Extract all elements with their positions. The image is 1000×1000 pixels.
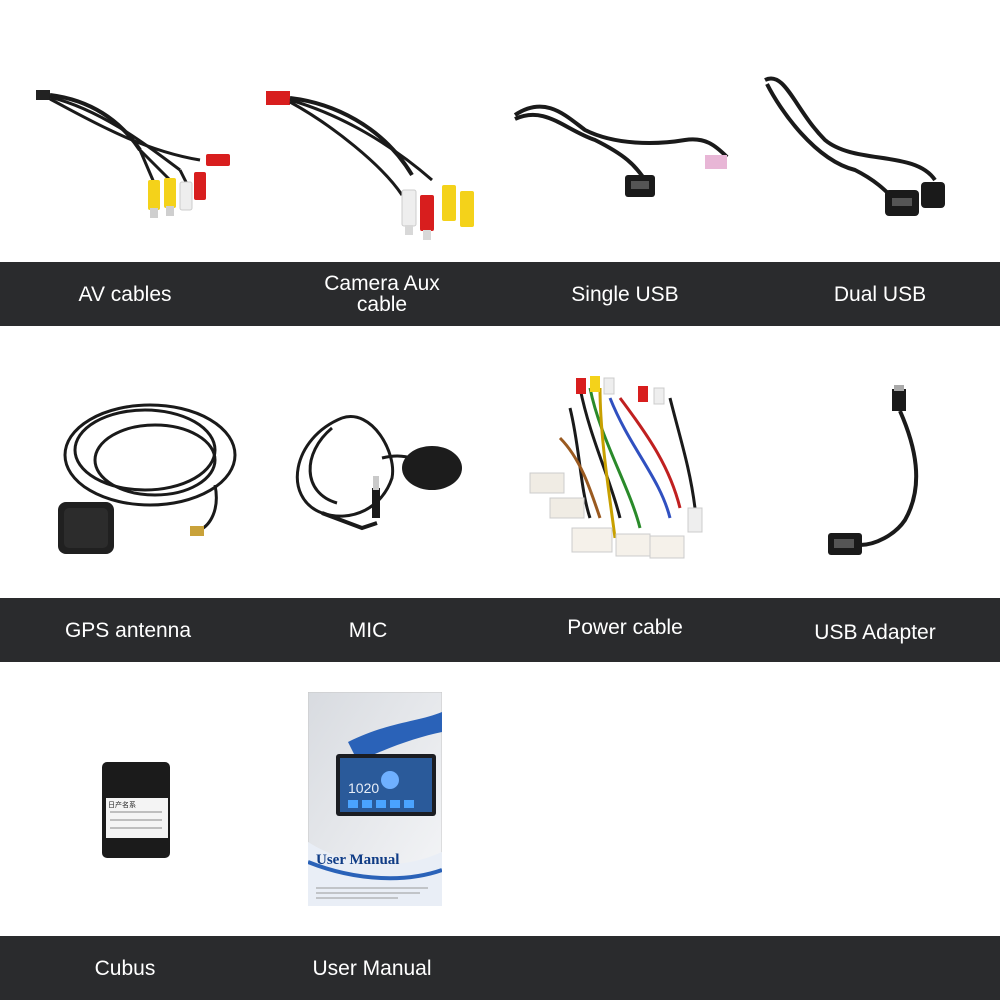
label-band-row-2: GPS antenna MIC Power cable USB Adapter xyxy=(0,598,1000,662)
label-band-row-1: AV cables Camera Aux cable Single USB Du… xyxy=(0,262,1000,326)
mic-photo xyxy=(282,398,472,548)
cubus-tag-text: 日产名系 xyxy=(108,802,136,809)
cubus-photo xyxy=(100,760,172,860)
label-av-cables: AV cables xyxy=(78,282,172,306)
label-dual-usb: Dual USB xyxy=(833,282,927,306)
label-user-manual: User Manual xyxy=(312,956,432,980)
av-cables-photo xyxy=(30,80,250,240)
manual-cover-title: User Manual xyxy=(316,852,400,868)
dual-usb-photo xyxy=(755,70,955,240)
usb-adapter-photo xyxy=(820,385,960,565)
label-power-cable: Power cable xyxy=(567,615,683,639)
label-mic: MIC xyxy=(348,618,388,642)
label-camera-aux-cable: Camera Aux cable xyxy=(324,272,440,316)
single-usb-photo xyxy=(505,85,735,215)
user-manual-photo xyxy=(308,692,442,906)
label-band-row-3: Cubus User Manual xyxy=(0,936,1000,1000)
manual-screen-time: 1020 xyxy=(348,780,380,796)
power-cable-photo xyxy=(520,358,730,578)
gps-antenna-photo xyxy=(40,390,240,570)
label-single-usb: Single USB xyxy=(571,282,679,306)
camera-aux-cable-photo xyxy=(262,85,492,255)
label-cubus: Cubus xyxy=(94,956,156,980)
label-usb-adapter: USB Adapter xyxy=(814,620,936,644)
label-gps-antenna: GPS antenna xyxy=(64,618,192,642)
